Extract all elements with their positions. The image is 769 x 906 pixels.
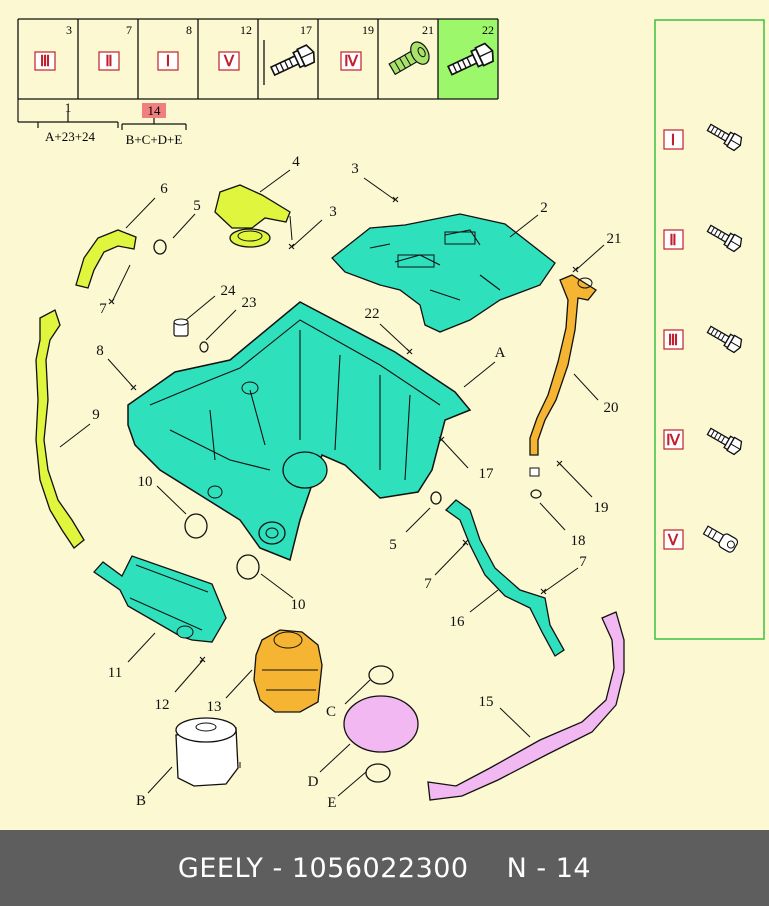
- callout-8: 8: [96, 343, 104, 359]
- page-reference: N - 14: [506, 852, 592, 884]
- callout-10: 10: [138, 474, 153, 490]
- leader-end-marks: [108, 196, 579, 663]
- cell-ref: 19: [362, 23, 374, 37]
- callout-6: 6: [160, 181, 168, 197]
- group-a-ref: 1: [65, 100, 72, 115]
- footer-bar: GEELY - 1056022300 N - 14: [0, 830, 769, 906]
- washer-part-23: [199, 341, 209, 353]
- oil-pickup-part-4: [214, 184, 293, 248]
- callout-11: 11: [108, 665, 122, 681]
- cooler-hose-part-15: [427, 611, 625, 801]
- group-b-formula: B+C+D+E: [126, 132, 183, 147]
- roman-badge: Ⅴ: [223, 54, 235, 70]
- cell-ref: 8: [186, 23, 192, 37]
- callout-24: 24: [221, 283, 237, 299]
- group-a-formula: A+23+24: [45, 129, 96, 144]
- bolt-1-icon: [704, 120, 745, 153]
- filter-cap-part-13: [253, 629, 323, 713]
- callout-20: 20: [604, 400, 619, 416]
- callout-7: 7: [424, 576, 432, 592]
- oring-part-10a: [184, 513, 208, 539]
- callout-5: 5: [193, 198, 201, 214]
- roman-badge: Ⅰ: [166, 54, 170, 70]
- callout-17: 17: [479, 466, 495, 482]
- callout-10: 10: [291, 597, 306, 613]
- roman-badge: Ⅱ: [105, 54, 112, 70]
- oring-part-e: [365, 763, 391, 783]
- return-pipe-part-16: [444, 499, 565, 657]
- callout-labels: 6 5 4 3 3 2 21 7 24 23 22 A 8 9 20 17 10…: [92, 154, 621, 811]
- legend-roman: Ⅱ: [669, 233, 676, 249]
- bolt-2-icon: [704, 221, 745, 254]
- callout-4: 4: [292, 154, 300, 170]
- callout-C: C: [326, 704, 336, 720]
- bolt-17-icon: [268, 42, 319, 81]
- roman-badge: Ⅳ: [344, 54, 359, 70]
- bolt-legend: Ⅰ Ⅱ Ⅲ Ⅳ Ⅴ: [654, 19, 765, 640]
- dipstick-tube-part-20: [529, 274, 597, 499]
- callout-15: 15: [479, 694, 494, 710]
- bolt-3-icon: [704, 322, 745, 355]
- callout-3: 3: [351, 161, 359, 177]
- oring-part-10b: [236, 554, 260, 580]
- callout-19: 19: [594, 500, 609, 516]
- plug-part-24: [173, 318, 189, 337]
- bolt-5-icon: [702, 525, 739, 553]
- callout-7: 7: [579, 554, 587, 570]
- legend-roman: Ⅲ: [668, 333, 678, 349]
- cell-ref: 7: [126, 23, 132, 37]
- callout-23: 23: [242, 295, 257, 311]
- cell-ref: 3: [66, 23, 72, 37]
- leader-lines: [59, 169, 605, 797]
- legend-roman: Ⅰ: [671, 133, 675, 149]
- callout-12: 12: [155, 697, 170, 713]
- callout-5: 5: [389, 537, 397, 553]
- kit-table: 3 7 8 12 17 19 21 22 Ⅲ Ⅱ Ⅰ Ⅴ Ⅳ 1 A+23+24: [17, 18, 499, 147]
- callout-21: 21: [607, 231, 622, 247]
- callout-9: 9: [92, 407, 100, 423]
- gasket-part-d: [343, 695, 419, 753]
- callout-3: 3: [329, 204, 337, 220]
- callout-7: 7: [99, 301, 107, 317]
- vent-hose-part-9: [35, 309, 85, 549]
- oil-cooler-part-11: [93, 555, 227, 643]
- callout-2: 2: [540, 200, 548, 216]
- filter-element-part-b: [175, 717, 239, 787]
- cell-ref: 22: [482, 23, 494, 37]
- callout-B: B: [136, 793, 146, 809]
- oring-part-18: [530, 489, 542, 499]
- callout-E: E: [327, 795, 336, 811]
- highlight-label-14: [142, 103, 166, 118]
- part-number-text: GEELY - 1056022300: [177, 852, 469, 884]
- breather-hose-part-6: [75, 229, 137, 289]
- legend-roman: Ⅳ: [666, 433, 681, 449]
- windage-tray-part-2: [331, 213, 556, 333]
- callout-16: 16: [450, 614, 466, 630]
- callout-13: 13: [207, 699, 222, 715]
- roman-badge: Ⅲ: [40, 54, 50, 70]
- callout-18: 18: [571, 533, 586, 549]
- seal-ring-part-5b: [430, 491, 442, 505]
- bolt-21-icon: [388, 41, 430, 76]
- oil-pan-part-1: [127, 301, 472, 562]
- callout-A: A: [495, 345, 506, 361]
- cell-ref: 21: [422, 23, 434, 37]
- bolt-4-icon: [704, 424, 745, 457]
- oring-part-c: [368, 665, 394, 685]
- callout-D: D: [308, 774, 319, 790]
- callout-22: 22: [365, 306, 380, 322]
- seal-ring-part-5: [153, 239, 167, 255]
- cell-ref: 12: [240, 23, 252, 37]
- legend-roman: Ⅴ: [667, 533, 679, 549]
- cell-ref: 17: [300, 23, 312, 37]
- group-b-ref: 14: [148, 103, 162, 118]
